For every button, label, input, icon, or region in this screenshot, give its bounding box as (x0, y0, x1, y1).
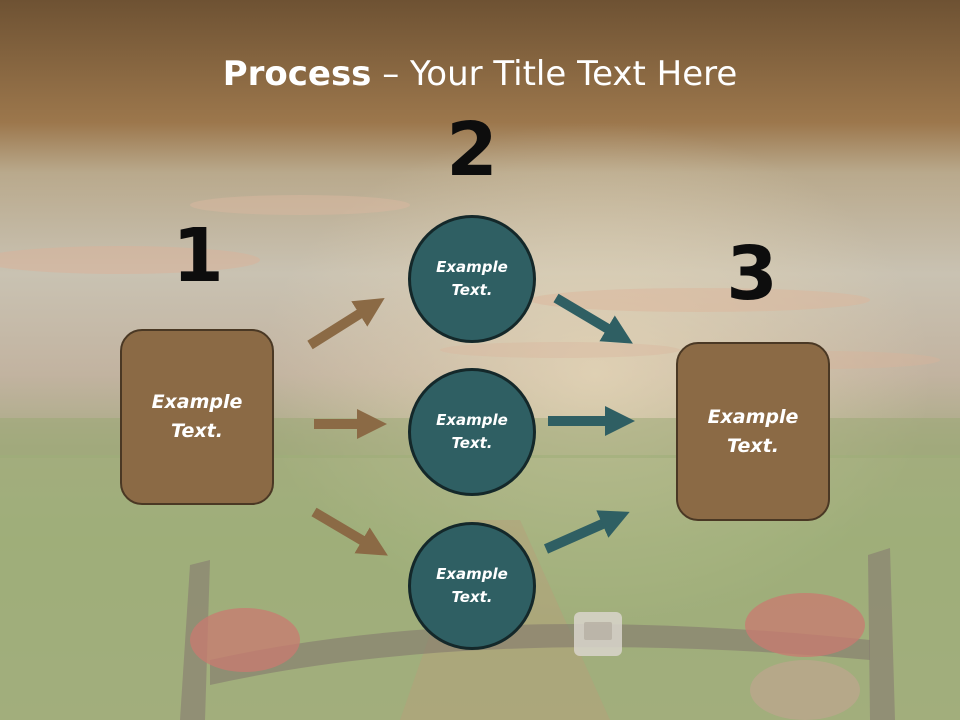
step-3-box: Example Text. (676, 342, 830, 521)
step-1-label: Example Text. (151, 391, 243, 442)
arrow-1-to-bottom (311, 507, 388, 556)
step-3-label: Example Text. (707, 405, 799, 457)
step-2-circle-middle: Example Text. (408, 368, 536, 496)
step-2-circle-bottom: Example Text. (408, 522, 536, 650)
step-1-box: Example Text. (120, 329, 274, 505)
title-rest: – Your Title Text Here (371, 54, 738, 94)
step-number-3: 3 (726, 231, 778, 317)
circle-top-label: Example Text. (436, 258, 508, 299)
arrow-top-to-3 (553, 293, 633, 344)
title-bold: Process (222, 54, 372, 94)
step-2-circle-top: Example Text. (408, 215, 536, 343)
arrow-bottom-to-3 (543, 510, 630, 554)
circle-middle-label: Example Text. (436, 411, 508, 452)
step-number-1: 1 (172, 213, 224, 299)
arrow-1-to-top (307, 298, 385, 350)
step-number-2: 2 (446, 107, 498, 193)
circle-bottom-label: Example Text. (436, 565, 508, 606)
slide-title: Process – Your Title Text Here (0, 52, 960, 96)
